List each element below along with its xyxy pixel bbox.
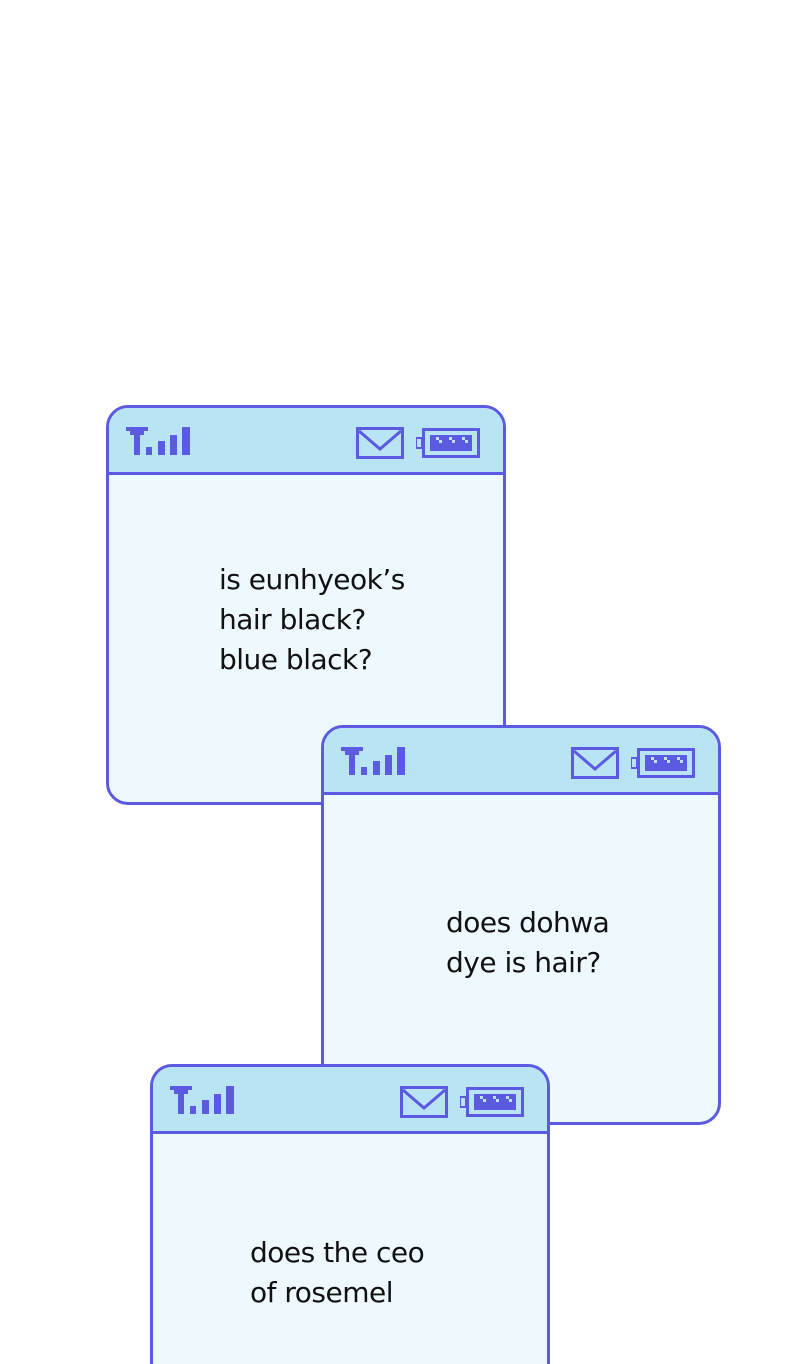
phone-status-bar bbox=[109, 408, 503, 475]
signal-icon bbox=[126, 427, 190, 455]
mail-icon bbox=[400, 1086, 448, 1118]
message-card-3: does the ceo of rosemel bbox=[150, 1064, 550, 1364]
mail-icon bbox=[356, 427, 404, 459]
message-text: does the ceo of rosemel bbox=[250, 1236, 425, 1309]
battery-icon bbox=[631, 748, 695, 778]
message-text: does dohwa dye is hair? bbox=[446, 906, 610, 979]
mail-icon bbox=[571, 747, 619, 779]
message-card-1: is eunhyeok’s hair black? blue black? bbox=[106, 405, 506, 805]
battery-icon bbox=[416, 428, 480, 458]
battery-icon bbox=[460, 1087, 524, 1117]
message-text: is eunhyeok’s hair black? blue black? bbox=[219, 563, 405, 676]
signal-icon bbox=[170, 1086, 234, 1114]
signal-icon bbox=[341, 747, 405, 775]
phone-status-bar bbox=[324, 728, 718, 795]
phone-status-bar bbox=[153, 1067, 547, 1134]
